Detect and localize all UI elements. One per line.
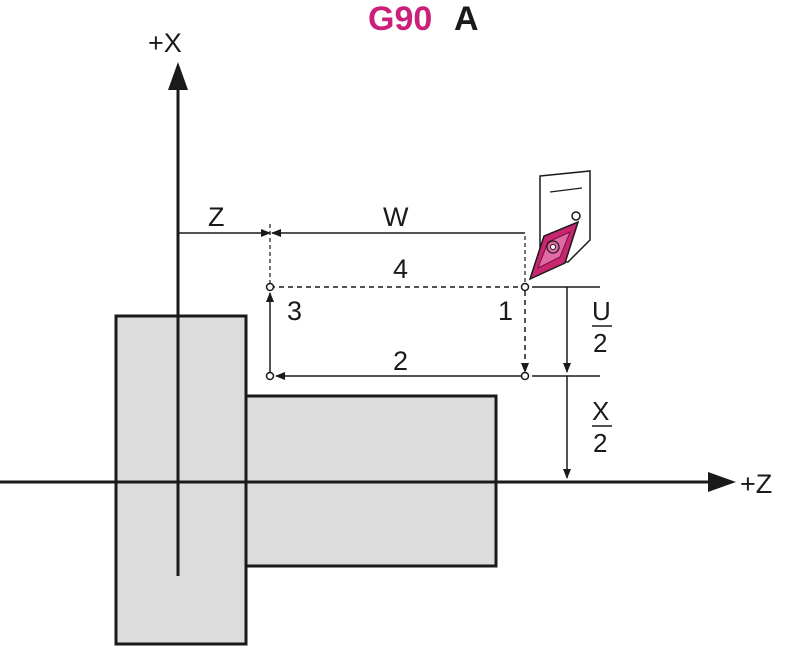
path-step-3-label: 3 bbox=[287, 296, 302, 326]
dimension-u-denominator: 2 bbox=[593, 328, 607, 358]
z-axis-label: +Z bbox=[740, 469, 772, 499]
dimension-z-label: Z bbox=[208, 202, 225, 232]
path-step-2-label: 2 bbox=[393, 346, 408, 376]
x-axis-arrowhead bbox=[168, 62, 188, 90]
workpiece-chuck-section bbox=[114, 314, 248, 646]
cycle-code-title: G90 bbox=[368, 0, 432, 38]
path-point-bottom-left bbox=[265, 371, 275, 381]
path-point-top-left bbox=[265, 282, 275, 292]
path-point-bottom-right bbox=[520, 371, 530, 381]
cycle-variant-title: A bbox=[454, 0, 479, 38]
z-axis-arrowhead bbox=[708, 472, 736, 492]
dimension-u-numerator: U bbox=[592, 296, 611, 326]
dimension-x-numerator: X bbox=[592, 396, 609, 426]
dimension-x-denominator: 2 bbox=[593, 428, 607, 458]
path-step-4-label: 4 bbox=[393, 254, 408, 284]
path-point-top-right bbox=[520, 282, 530, 292]
x-axis-label: +X bbox=[148, 28, 182, 58]
dimension-w-label: W bbox=[383, 202, 409, 232]
path-step-1-label: 1 bbox=[498, 296, 513, 326]
cutting-tool-icon bbox=[528, 170, 591, 281]
